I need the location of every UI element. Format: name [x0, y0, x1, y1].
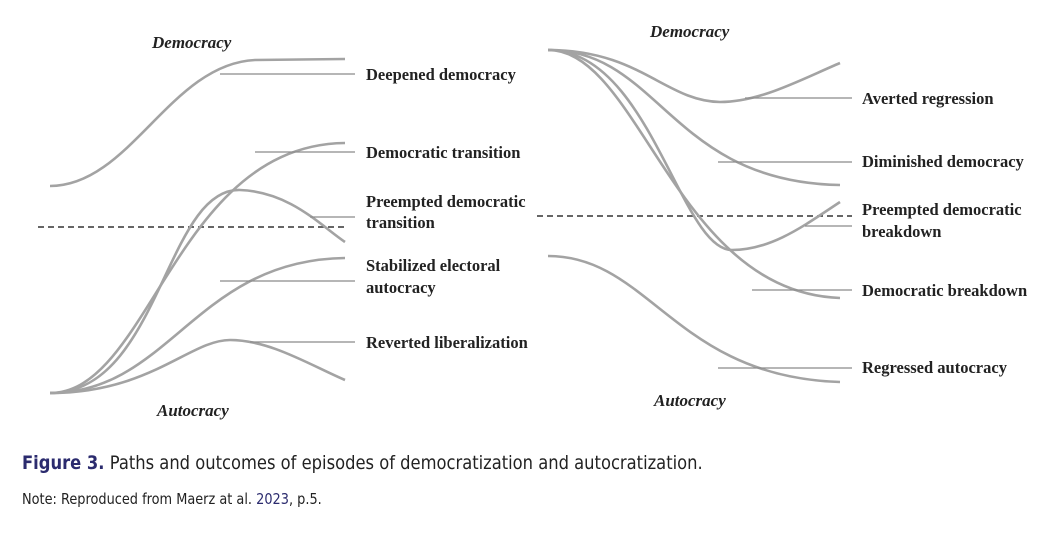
- figure-caption: Figure 3. Paths and outcomes of episodes…: [22, 452, 703, 474]
- figure-note: Note: Reproduced from Maerz at al. 2023,…: [22, 490, 322, 508]
- left-democracy-label: Democracy: [151, 33, 232, 52]
- outcome-label: breakdown: [862, 222, 941, 241]
- outcome-label: Deepened democracy: [366, 65, 517, 84]
- citation-year-link[interactable]: 2023: [256, 490, 289, 508]
- figure-diagram: Democracy Autocracy Deepened democracy D…: [38, 22, 1027, 420]
- path-preempted-democratic-breakdown: [547, 48, 841, 252]
- right-autocracy-label: Autocracy: [653, 391, 726, 410]
- outcome-label: Preempted democratic: [862, 200, 1022, 219]
- outcome-label: transition: [366, 213, 435, 232]
- note-prefix: Note: Reproduced from Maerz at al.: [22, 490, 257, 508]
- outcome-label: Diminished democracy: [862, 152, 1025, 171]
- note-suffix: , p.5.: [288, 490, 322, 508]
- outcome-label: Regressed autocracy: [862, 358, 1008, 377]
- path-democratic-breakdown: [547, 48, 841, 300]
- figure-number: Figure 3.: [22, 452, 105, 474]
- outcome-label: Preempted democratic: [366, 192, 526, 211]
- caption-text: Paths and outcomes of episodes of democr…: [104, 452, 703, 474]
- path-deepened-democracy: [49, 57, 346, 188]
- path-averted-regression: [547, 48, 841, 104]
- outcome-label: Stabilized electoral: [366, 256, 501, 275]
- outcome-label: Reverted liberalization: [366, 333, 528, 352]
- path-preempted-democratic-transition: [49, 188, 346, 395]
- path-reverted-liberalization: [49, 338, 346, 395]
- path-democratic-transition: [49, 141, 346, 395]
- left-autocracy-label: Autocracy: [156, 401, 229, 420]
- right-democracy-label: Democracy: [649, 22, 730, 41]
- outcome-label: autocracy: [366, 278, 436, 297]
- path-stabilized-electoral-autocracy: [49, 256, 346, 395]
- outcome-label: Democratic breakdown: [862, 281, 1027, 300]
- right-panel: Democracy Autocracy Averted regression D…: [537, 22, 1027, 410]
- outcome-label: Democratic transition: [366, 143, 520, 162]
- outcome-label: Averted regression: [862, 89, 994, 108]
- path-regressed-autocracy: [547, 254, 841, 384]
- left-panel: Democracy Autocracy Deepened democracy D…: [38, 33, 528, 420]
- path-diminished-democracy: [547, 48, 841, 187]
